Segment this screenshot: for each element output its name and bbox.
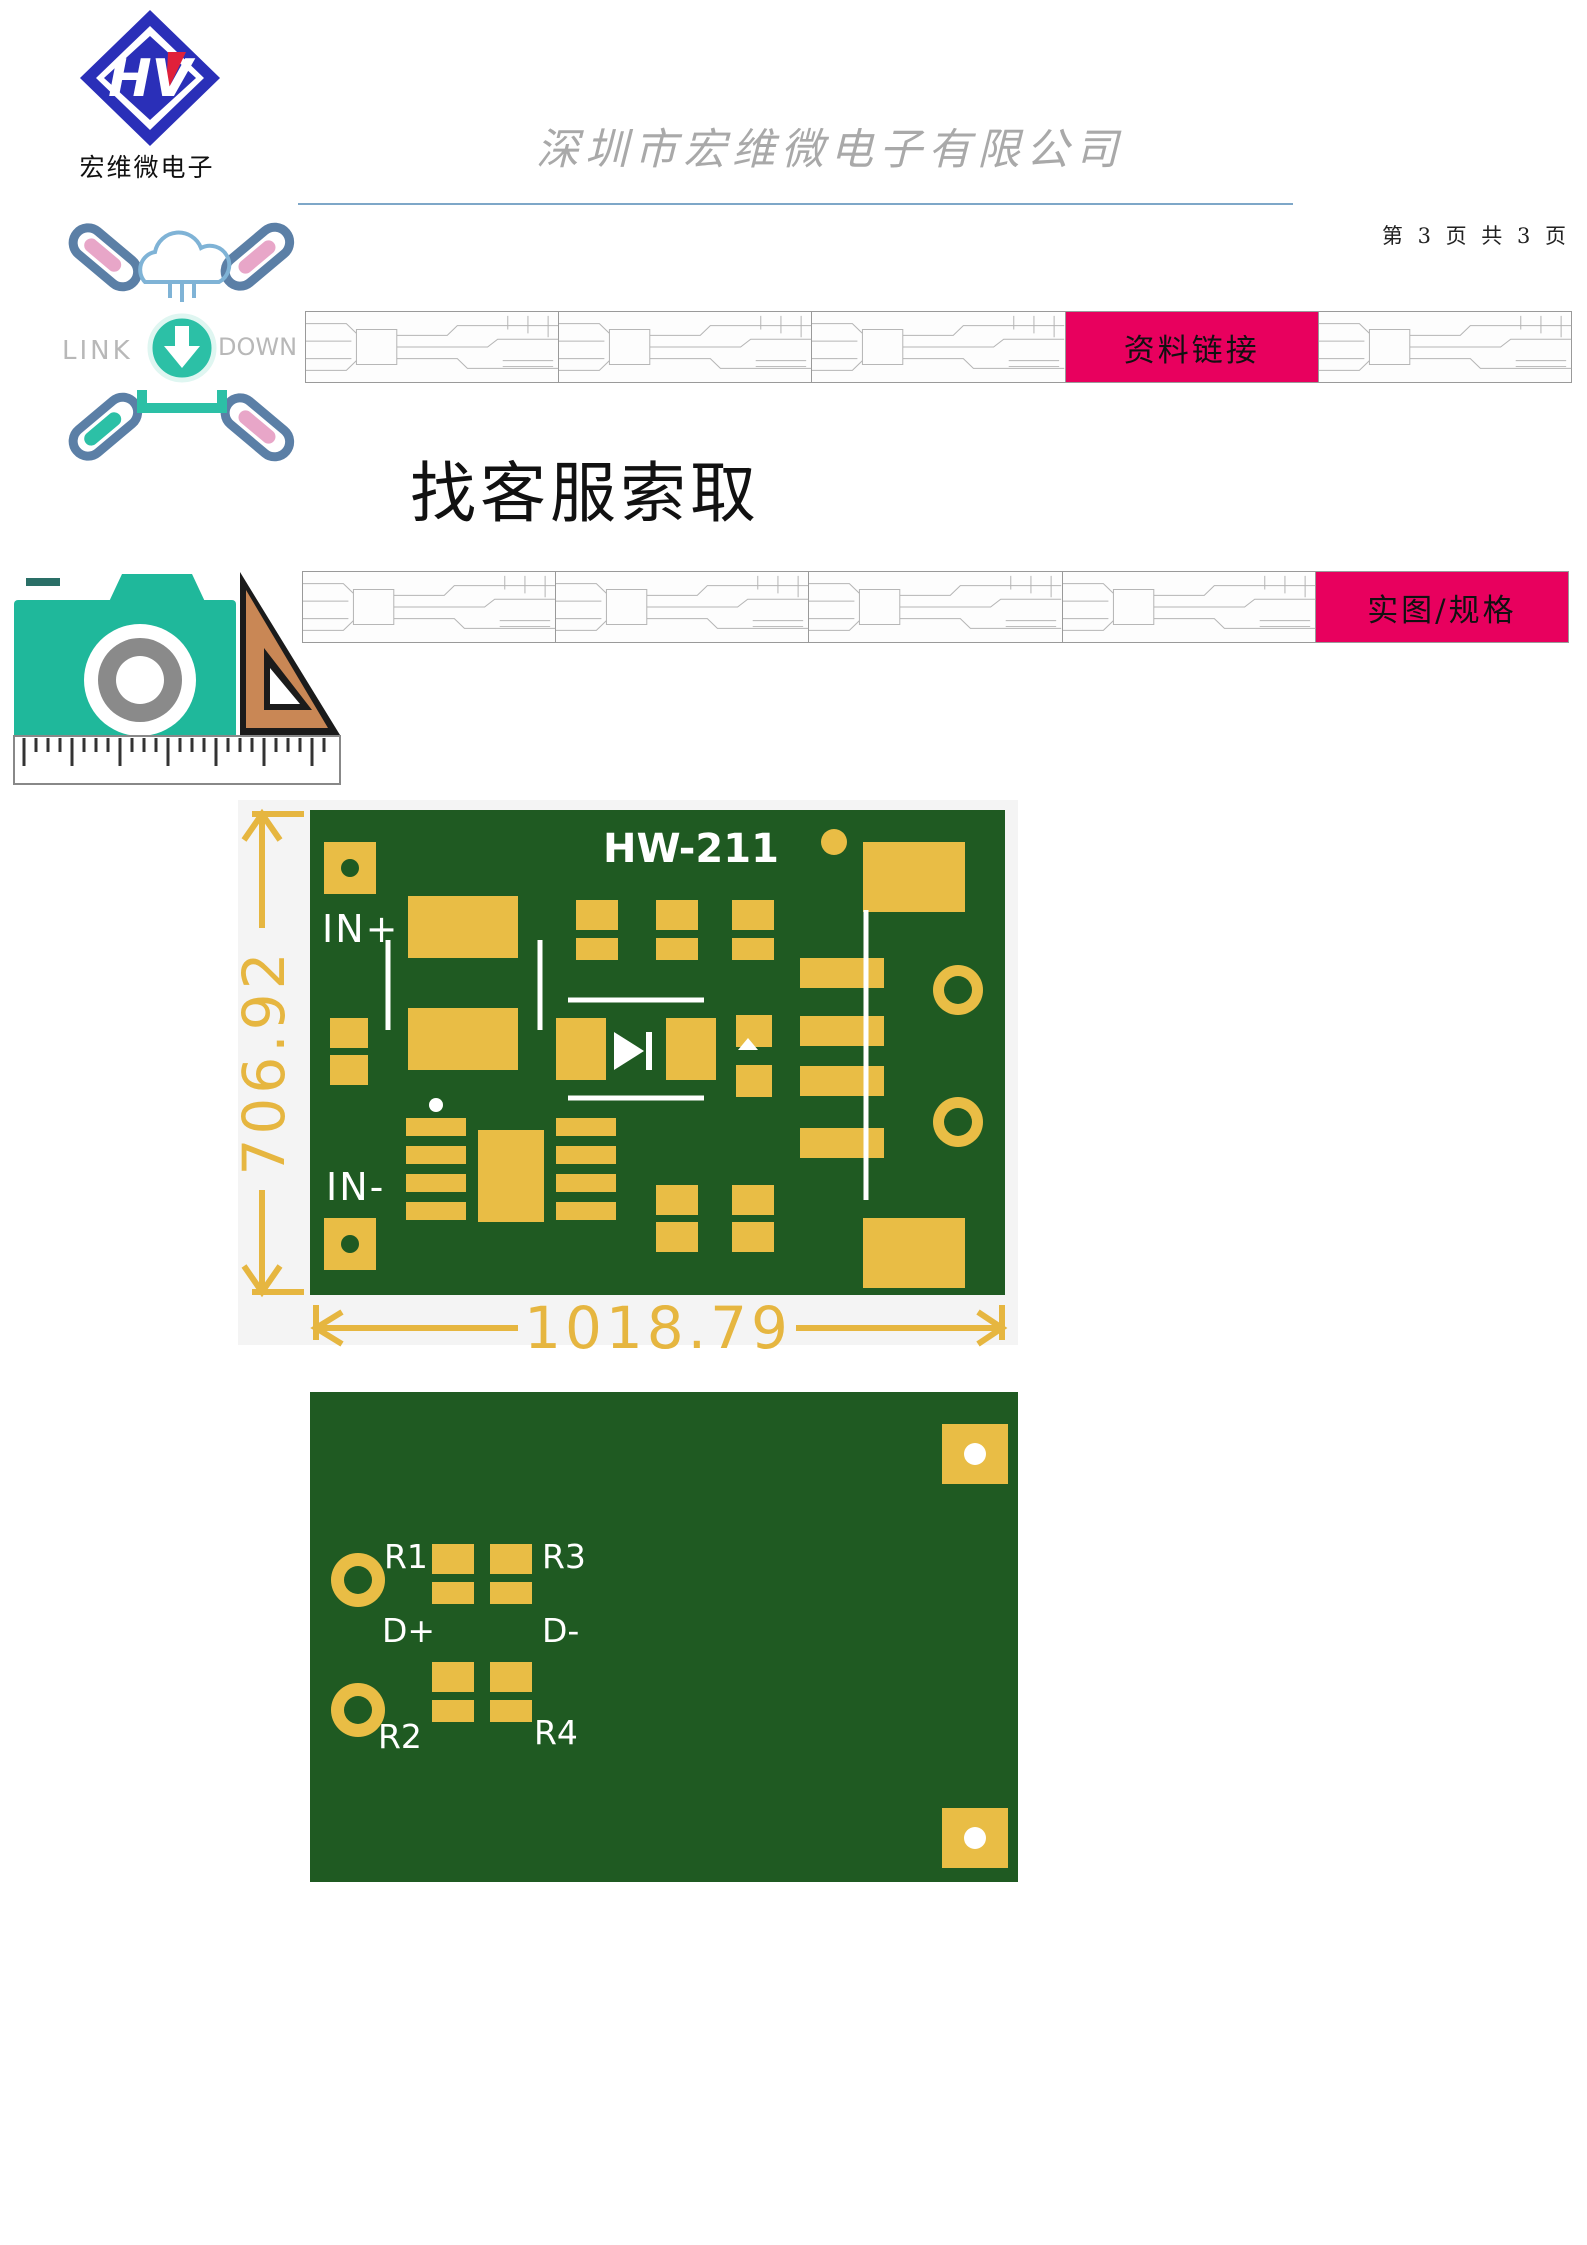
cloud-icon	[138, 230, 232, 302]
circuit-pattern-cell	[306, 312, 560, 382]
data-link-button[interactable]: 资料链接	[1065, 312, 1319, 382]
photo-spec-banner: 实图/规格	[302, 571, 1569, 643]
circuit-pattern-cell	[303, 572, 557, 642]
silkscreen-lines	[385, 910, 869, 1200]
pcb-board-bottom	[310, 1392, 1018, 1882]
page-info: 第 3 页 共 3 页	[1381, 224, 1570, 248]
chain-link-icon	[68, 222, 295, 462]
photo-spec-icon	[12, 570, 344, 788]
ask-support-text: 找客服索取	[410, 455, 760, 532]
pcb-pads	[324, 842, 965, 1288]
circuit-pattern-cell	[1318, 312, 1572, 382]
label-in-plus: IN+	[322, 907, 399, 951]
company-logo: HV	[70, 8, 230, 183]
circuit-pattern-cell	[559, 312, 813, 382]
logo-caption: 宏维微电子	[79, 153, 215, 182]
circuit-pattern-cell	[556, 572, 810, 642]
diode-symbol	[614, 1032, 644, 1070]
data-link-label: 资料链接	[1123, 332, 1260, 369]
photo-spec-button[interactable]: 实图/规格	[1315, 572, 1569, 642]
circuit-pattern-cell	[812, 312, 1066, 382]
pcb-top-image: HW-211 IN+ IN- 706.92 1018.79	[230, 800, 1018, 1362]
photo-spec-label: 实图/规格	[1367, 592, 1517, 629]
label-d-minus: D-	[542, 1611, 579, 1650]
label-r2: R2	[378, 1717, 422, 1756]
set-square-icon	[240, 572, 340, 735]
label-d-plus: D+	[382, 1611, 435, 1650]
camera-icon	[14, 574, 236, 760]
logo-letters: HV	[108, 49, 196, 109]
company-name: 深圳市宏维微电子有限公司	[536, 125, 1124, 175]
circuit-pattern-cell	[1062, 572, 1316, 642]
label-in-minus: IN-	[326, 1165, 385, 1209]
label-r1: R1	[384, 1537, 428, 1576]
down-label: DOWN	[218, 333, 297, 361]
header-divider	[298, 203, 1293, 205]
pcb-bottom-image: R1 R3 D+ D- R2 R4	[310, 1392, 1018, 1882]
label-r4: R4	[534, 1713, 578, 1752]
ruler-icon	[13, 735, 341, 785]
data-link-banner: 资料链接	[305, 311, 1572, 383]
link-download-icon: LINK DOWN	[60, 212, 305, 472]
board-model: HW-211	[603, 826, 779, 872]
circuit-pattern-cell	[809, 572, 1063, 642]
link-label: LINK	[62, 336, 133, 366]
height-dimension: 706.92	[230, 949, 298, 1176]
label-r3: R3	[542, 1537, 586, 1576]
width-dimension: 1018.79	[524, 1294, 792, 1362]
dimension-lines	[241, 808, 1008, 1347]
download-icon	[137, 313, 227, 413]
